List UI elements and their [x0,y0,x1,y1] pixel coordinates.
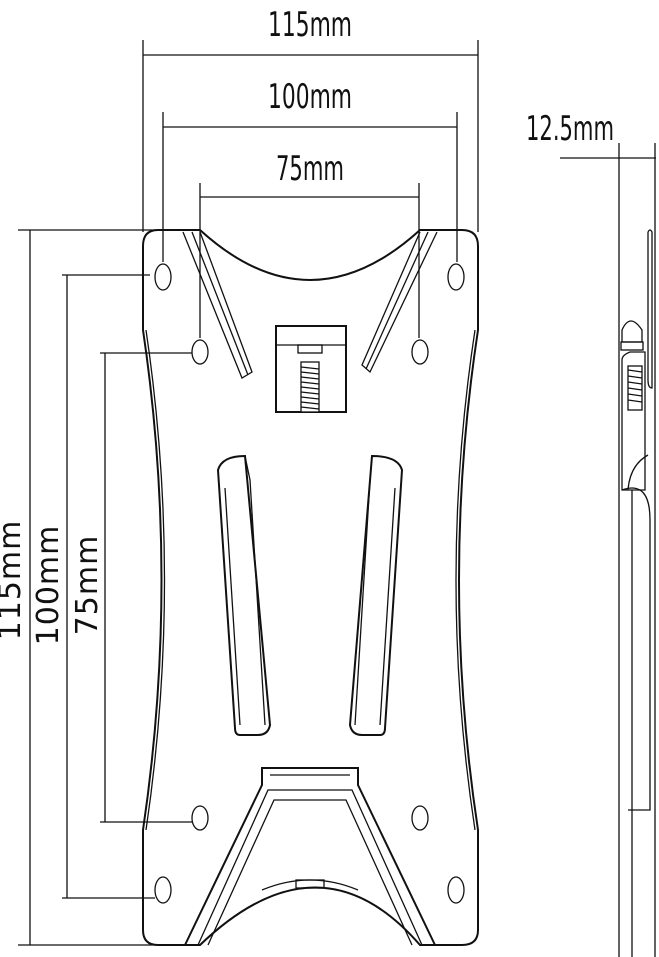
dimension-label: 75mm [276,149,344,189]
dimension-75mm-horizontal: 75mm [199,149,420,338]
dimension-75mm-vertical: 75mm [70,352,192,823]
mounting-plate-side: 12.5mm [526,109,656,957]
mounting-holes [154,263,465,904]
screw-thread [300,361,320,413]
dimension-label: 100mm [268,77,352,117]
dimension-label: 100mm [31,525,66,646]
dimension-100mm-vertical: 100mm [31,274,155,899]
dimension-label: 115mm [268,5,352,45]
dimension-100mm-horizontal: 100mm [162,77,458,262]
depth-dimension-label: 12.5mm [526,109,614,149]
dimension-label: 115mm [0,520,28,641]
dimension-115mm-vertical: 115mm [0,229,160,946]
mounting-plate-front [142,229,479,946]
dimension-label: 75mm [70,535,105,636]
dimension-115mm-horizontal: 115mm [142,5,479,232]
